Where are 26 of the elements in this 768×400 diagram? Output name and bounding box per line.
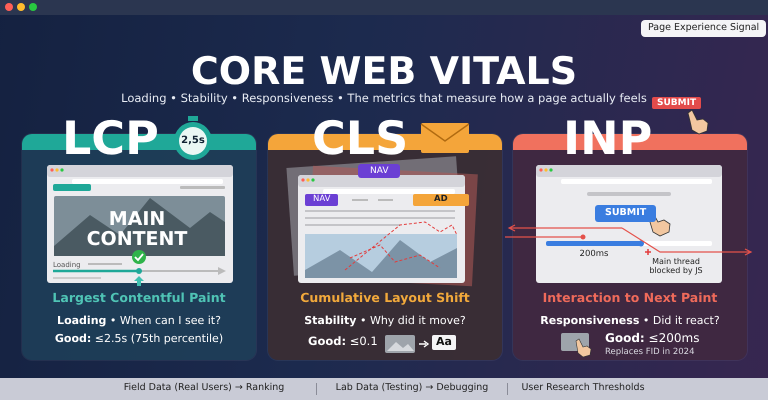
metric-name: Interaction to Next Paint <box>542 291 718 306</box>
footer-note: User Research Thresholds <box>521 383 645 394</box>
threshold-text: Good: ≤2.5s (75th percentile) <box>54 333 224 346</box>
threshold-text: Good: ≤200ms <box>605 332 700 346</box>
page-experience-badge: Page Experience Signal <box>641 20 766 37</box>
duration-text: 200ms <box>580 250 608 260</box>
timer-text: 2,5s <box>181 135 205 146</box>
blocked-thread-note: Main thread blocked by JS <box>648 257 704 276</box>
footer-note: Field Data (Real Users) → Ranking <box>124 383 284 394</box>
threshold-text: Good: ≤0.1 <box>308 335 378 348</box>
metric-name: Cumulative Layout Shift <box>300 291 470 306</box>
submit-button: SUBMIT <box>595 205 656 222</box>
nav-chip: NAV <box>358 164 400 178</box>
replacement-note: Replaces FID in 2024 <box>605 348 694 358</box>
ad-banner: AD <box>413 194 469 206</box>
metric-description: Loading • When can I see it? <box>57 315 221 328</box>
footer-note: Lab Data (Testing) → Debugging <box>336 383 488 394</box>
nav-chip: NAV <box>305 194 338 206</box>
metric-name: Largest Contentful Paint <box>52 291 226 306</box>
text-tile: Aa <box>432 335 456 350</box>
subtitle: Loading • Stability • Responsiveness • The metrics that measure how a page actually feels <box>121 92 647 106</box>
submit-button: SUBMIT <box>652 97 702 110</box>
metric-description: Responsiveness • Did it react? <box>540 315 720 328</box>
metric-description: Stability • Why did it move? <box>304 315 466 328</box>
hero-text: MAIN CONTENT <box>86 210 188 250</box>
title: CORE WEB VITALS <box>190 50 578 93</box>
